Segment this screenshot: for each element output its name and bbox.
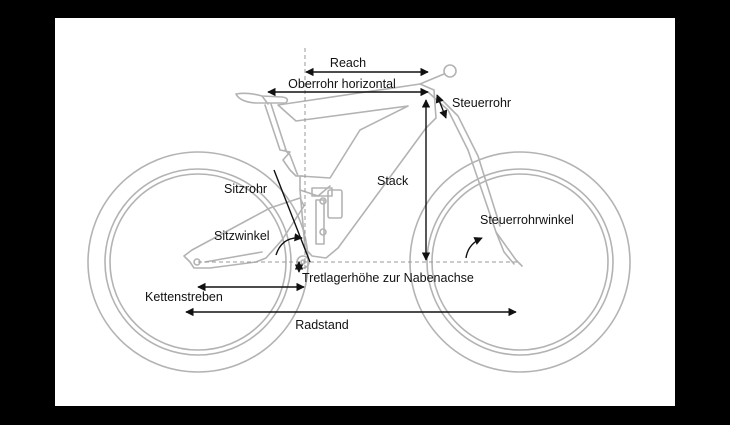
sitzwinkel-arc [275,233,303,256]
bicycle-frame-illustration [87,64,631,373]
sitzwinkel-label: Sitzwinkel [214,229,270,243]
steuerrohrwinkel-arc [465,237,483,259]
guide-lines [198,48,520,270]
seatpost-saddle [235,92,304,177]
steuerrohr-arrow [435,94,448,119]
tretlager-label: Tretlagerhöhe zur Nabenachse [302,271,474,285]
steuerrohrwinkel-label: Steuerrohrwinkel [480,213,574,227]
reach-label: Reach [330,56,366,70]
labels: Reach Oberrohr horizontal Steuerrohr Sta… [145,56,574,332]
stack-label: Stack [377,174,409,188]
rear-shock [311,187,343,245]
sitzrohr-label: Sitzrohr [224,182,267,196]
oberrohr-horizontal-label: Oberrohr horizontal [288,77,396,91]
dimension-lines [185,67,517,317]
kettenstreben-label: Kettenstreben [145,290,223,304]
steuerrohr-label: Steuerrohr [452,96,511,110]
radstand-label: Radstand [295,318,349,332]
sitzrohr-line [273,169,311,263]
main-frame [277,83,437,259]
